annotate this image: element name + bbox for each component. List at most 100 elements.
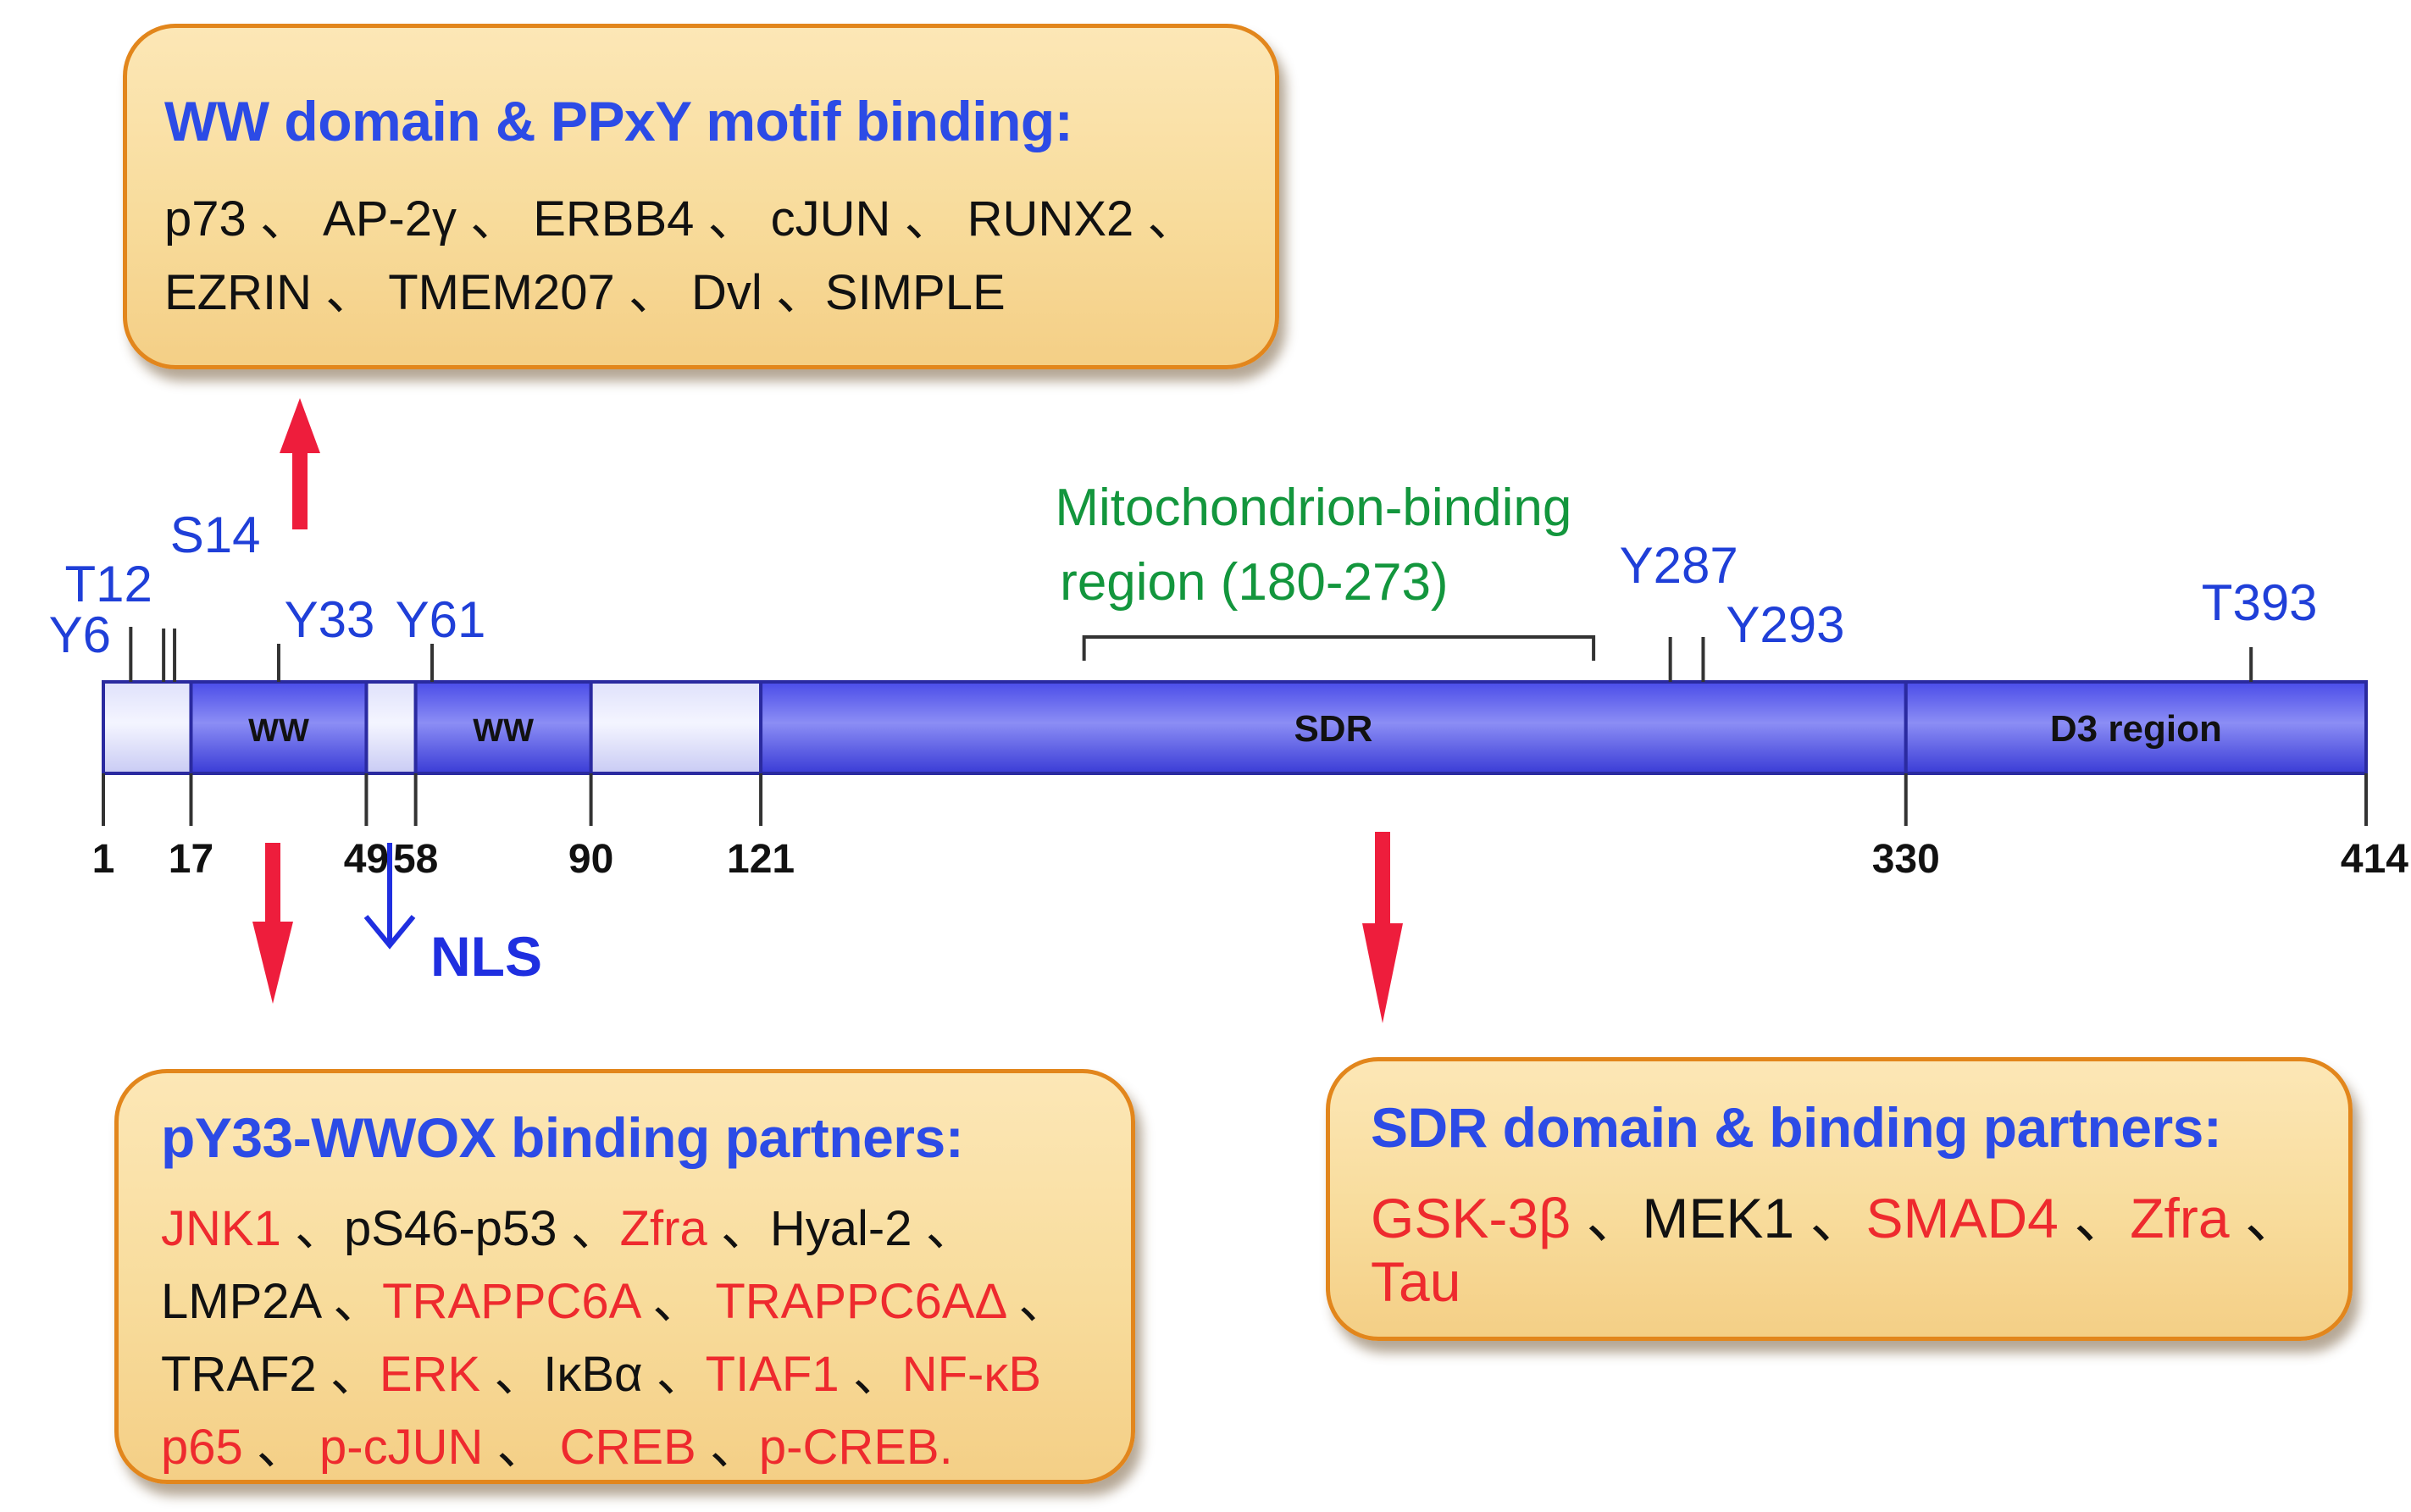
position-label: 17 <box>169 837 213 882</box>
position-label: 330 <box>1872 837 1940 882</box>
partner-name: 、 <box>242 1420 320 1475</box>
partner-name-highlighted: CREB <box>559 1420 696 1475</box>
phospho-site-label: Y61 <box>396 591 486 648</box>
partner-name: cJUN <box>770 191 891 246</box>
arrow-down-nls <box>363 843 416 950</box>
partner-name: 、 <box>312 265 389 320</box>
sdr-binding-line-1: GSK-3β 、MEK1 、SMAD4 、Zfra 、 <box>1371 1173 2301 1254</box>
partner-name-highlighted: NF-κB <box>901 1347 1042 1402</box>
partner-name-highlighted: TRAPPC6AΔ <box>715 1274 1006 1329</box>
partner-name-highlighted: TRAPPC6A <box>382 1274 640 1329</box>
linker-segment <box>589 680 763 775</box>
py33-binding-line-3: TRAF2 、ERK 、IκBα 、TIAF1 、NF-κB <box>161 1334 1041 1405</box>
partner-name-highlighted: JNK1 <box>161 1201 281 1256</box>
partner-name-highlighted: p65 <box>161 1420 243 1475</box>
partner-name: 、 <box>280 1201 344 1256</box>
partner-name: 、 <box>762 265 825 320</box>
partner-name: Dvl <box>690 265 762 320</box>
domain-label: WW <box>248 713 309 749</box>
domain-segment <box>1904 680 2369 775</box>
arrow-up-ww <box>280 398 320 529</box>
protein-bar <box>102 680 2369 775</box>
domain-segment <box>413 680 593 775</box>
partner-name-highlighted: Tau <box>1371 1250 1461 1313</box>
partner-name: 、 <box>2058 1187 2131 1249</box>
phospho-site-label: T393 <box>2202 574 2318 631</box>
py33-binding-line-1: JNK1 、pS46-p53 、Zfra 、Hyal-2 、 <box>161 1188 975 1260</box>
ww-binding-line-2: EZRIN 、 TMEM207 、 Dvl 、SIMPLE <box>164 252 1006 324</box>
domain-segment <box>189 680 369 775</box>
sdr-binding-box: SDR domain & binding partners: GSK-3β 、M… <box>1326 1057 2353 1341</box>
phospho-site-label: Y293 <box>1726 596 1844 653</box>
partner-name: 、 <box>839 1347 902 1402</box>
mito-region-label-1: Mitochondrion-binding <box>1055 479 1571 537</box>
partner-name: SIMPLE <box>824 265 1006 320</box>
domain-segment <box>759 680 1908 775</box>
partner-name: AP-2γ <box>323 191 457 246</box>
mito-region-label-2: region (180-273) <box>1060 553 1448 612</box>
partner-name: 、 <box>696 1420 759 1475</box>
partner-name: 、 <box>1794 1187 1866 1249</box>
nls-label: NLS <box>430 925 542 988</box>
position-label: 414 <box>2341 837 2408 882</box>
phospho-site-label: S14 <box>170 507 261 563</box>
linker-segment <box>364 680 418 775</box>
ww-binding-line-1: p73 、 AP-2γ 、 ERBB4 、 cJUN 、 RUNX2 、 <box>164 179 1196 250</box>
phospho-site-label: Y33 <box>285 591 375 648</box>
partner-name-highlighted: SMAD4 <box>1865 1187 2059 1249</box>
sdr-binding-title: SDR domain & binding partners: <box>1371 1096 2222 1159</box>
partner-name: 、 <box>1133 191 1197 246</box>
partner-name: RUNX2 <box>967 191 1134 246</box>
partner-name: 、 <box>557 1201 620 1256</box>
partner-name: 、 <box>614 265 691 320</box>
phospho-site-label: T12 <box>64 556 152 612</box>
partner-name: TRAF2 <box>161 1347 317 1402</box>
position-label: 121 <box>727 837 795 882</box>
partner-name-highlighted: p-CREB. <box>758 1420 953 1475</box>
partner-name: 、 <box>483 1420 560 1475</box>
mito-region-bracket <box>1082 635 1596 661</box>
partner-name: 、 <box>456 191 534 246</box>
domain-label: SDR <box>1294 708 1372 750</box>
position-label: 58 <box>393 837 438 882</box>
partner-name: pS46-p53 <box>343 1201 557 1256</box>
partner-name: 、 <box>642 1347 706 1402</box>
partner-name-highlighted: Zfra <box>619 1201 707 1256</box>
partner-name: 、 <box>1571 1187 1643 1249</box>
partner-name-highlighted: GSK-3β <box>1371 1187 1571 1249</box>
partner-name: TMEM207 <box>388 265 615 320</box>
py33-binding-line-4: p65 、 p-cJUN 、 CREB 、p-CREB. <box>161 1407 953 1478</box>
partner-name: 、 <box>2229 1187 2301 1249</box>
partner-name: 、 <box>890 191 967 246</box>
position-label: 49 <box>344 837 389 882</box>
phospho-site-label: Y287 <box>1620 537 1738 594</box>
partner-name: 、 <box>1005 1274 1068 1329</box>
sdr-binding-line-2: Tau <box>1371 1249 1460 1314</box>
partner-name: 、 <box>319 1274 383 1329</box>
partner-name: 、 <box>694 191 771 246</box>
py33-binding-box: pY33-WWOX binding partners: JNK1 、pS46-p… <box>114 1069 1135 1484</box>
partner-name: ERBB4 <box>533 191 695 246</box>
ww-binding-box: WW domain & PPxY motif binding: p73 、 AP… <box>123 24 1279 369</box>
partner-name: 、 <box>639 1274 716 1329</box>
partner-name: 、 <box>912 1201 975 1256</box>
partner-name: IκBα <box>543 1347 643 1402</box>
linker-segment <box>102 680 193 775</box>
py33-binding-title: pY33-WWOX binding partners: <box>161 1106 964 1169</box>
partner-name: EZRIN <box>164 265 312 320</box>
arrow-down-py33 <box>252 843 293 1004</box>
partner-name-highlighted: p-cJUN <box>319 1420 484 1475</box>
partner-name: 、 <box>246 191 324 246</box>
partner-name: MEK1 <box>1642 1187 1795 1249</box>
domain-label: D3 region <box>2050 708 2222 750</box>
position-label: 1 <box>92 837 115 882</box>
partner-name: 、 <box>480 1347 544 1402</box>
partner-name: 、 <box>707 1201 770 1256</box>
partner-name-highlighted: ERK <box>379 1347 481 1402</box>
ww-binding-title: WW domain & PPxY motif binding: <box>164 90 1073 152</box>
partner-name-highlighted: Zfra <box>2130 1187 2230 1249</box>
position-label: 90 <box>568 837 613 882</box>
partner-name: p73 <box>164 191 247 246</box>
py33-binding-line-2: LMP2A 、TRAPPC6A 、 TRAPPC6AΔ 、 <box>161 1261 1067 1332</box>
